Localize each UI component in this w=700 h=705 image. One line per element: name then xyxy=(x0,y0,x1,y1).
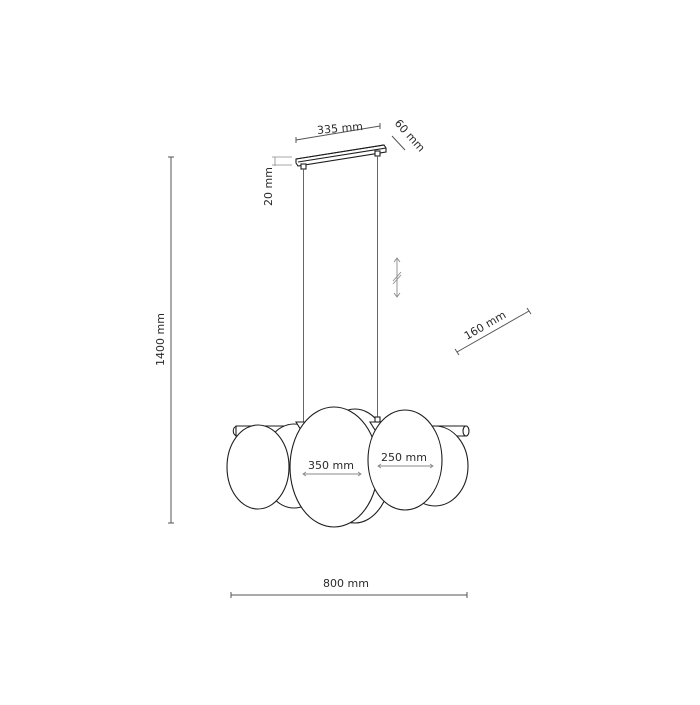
dimension-total-height: 1400 mm xyxy=(154,156,174,524)
lamp-body: 350 mm 250 mm xyxy=(226,406,470,528)
label-total-height: 1400 mm xyxy=(154,313,167,366)
label-canopy-height: 20 mm xyxy=(262,167,275,206)
dimension-canopy-width: 60 mm xyxy=(391,117,428,155)
adjustable-length-arrows-icon xyxy=(392,257,402,298)
dimension-canopy-height: 20 mm xyxy=(262,156,292,206)
label-total-width: 800 mm xyxy=(323,577,369,590)
label-large-globe: 350 mm xyxy=(308,459,354,472)
dimension-canopy-length: 335 mm xyxy=(295,120,381,143)
ceiling-canopy xyxy=(295,144,387,170)
dimension-small-globe: 250 mm xyxy=(377,451,434,469)
label-depth: 160 mm xyxy=(462,308,508,342)
dimension-total-width: 800 mm xyxy=(230,577,468,598)
label-canopy-length: 335 mm xyxy=(317,120,364,137)
label-small-globe: 250 mm xyxy=(381,451,427,464)
globe-right xyxy=(367,409,443,511)
dimension-large-globe: 350 mm xyxy=(302,459,362,477)
suspension-cords xyxy=(303,156,378,422)
dimension-depth: 160 mm xyxy=(454,307,532,356)
globe-left xyxy=(226,424,290,510)
label-canopy-width: 60 mm xyxy=(392,117,428,155)
